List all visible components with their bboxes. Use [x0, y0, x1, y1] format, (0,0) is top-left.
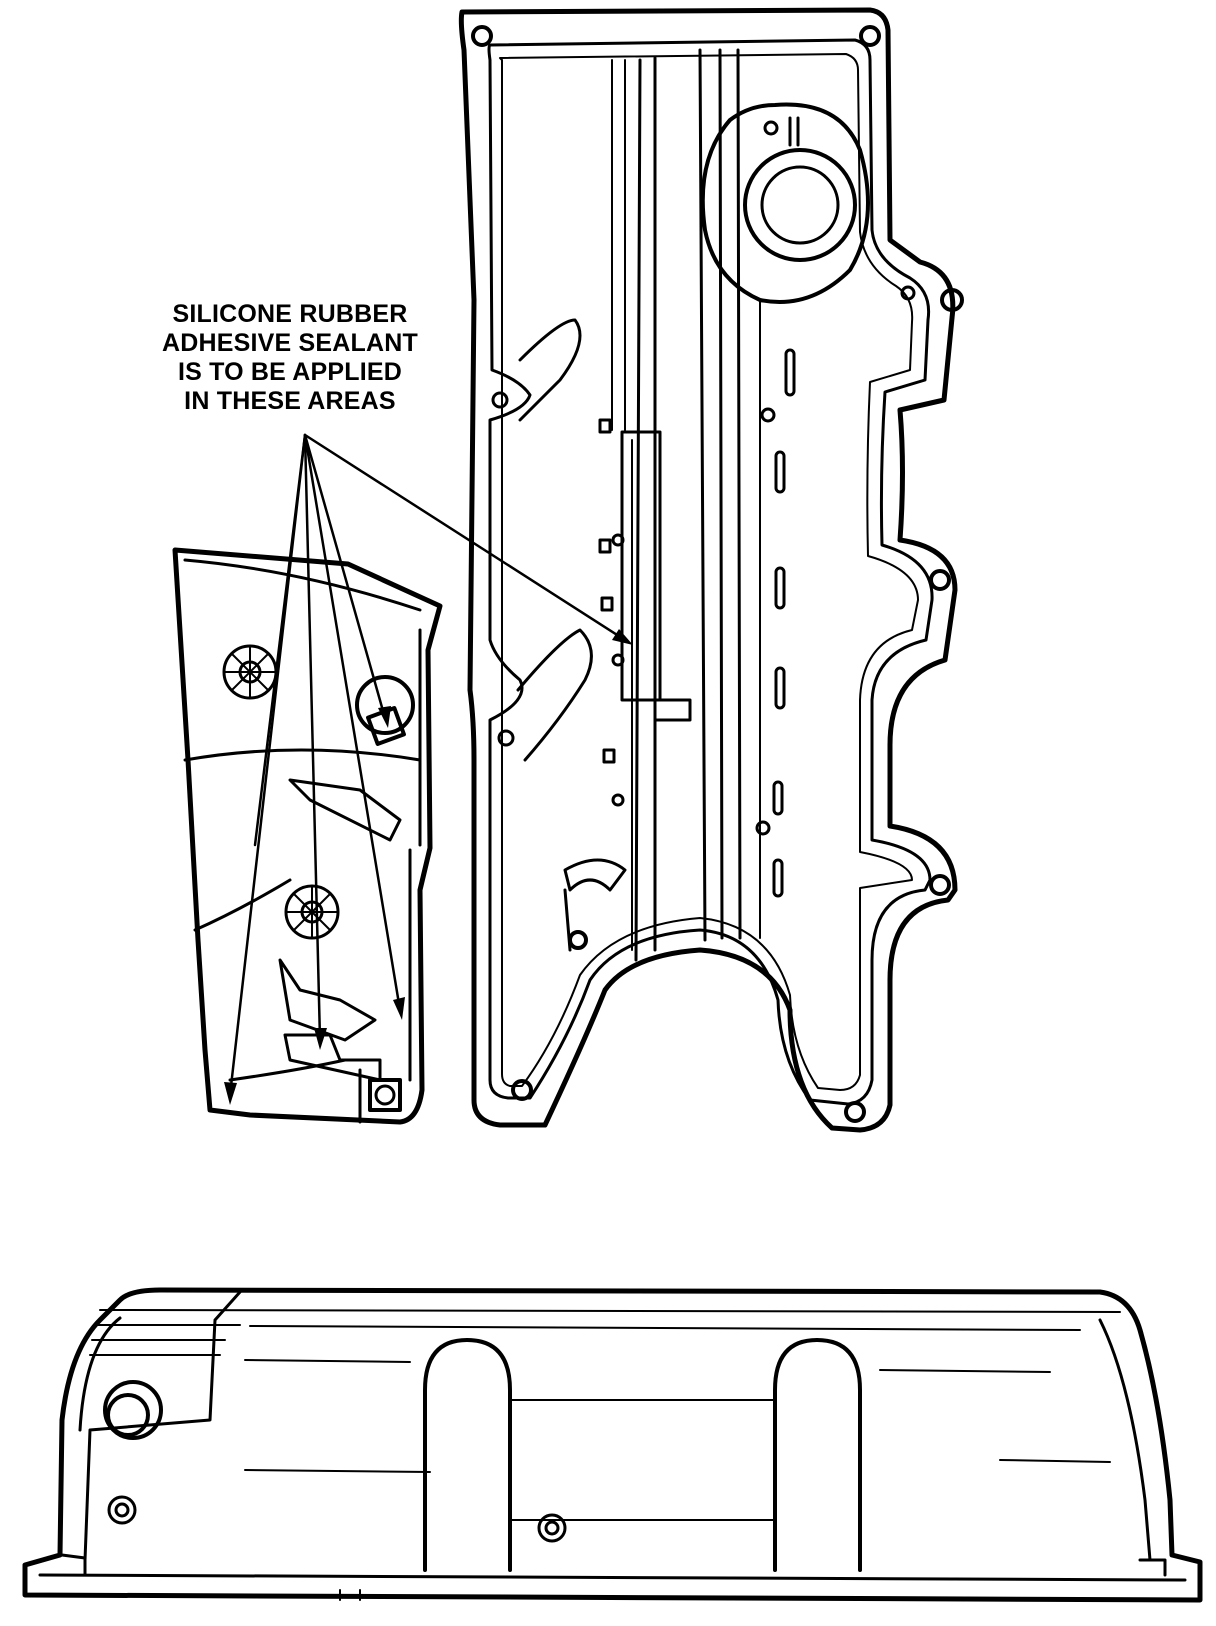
valve-cover-underside: [458, 7, 964, 1133]
cover-baffles: [516, 318, 627, 952]
side-outline: [22, 1287, 1203, 1603]
callout-line: ADHESIVE SEALANT: [161, 329, 418, 357]
arrowheads: [224, 629, 633, 1105]
section-ribbed-knob-lower: [284, 884, 340, 940]
callout-arrows: [224, 433, 633, 1105]
cover-ribs: [611, 48, 761, 962]
cover-oil-filler-boss: [700, 102, 916, 304]
callout-line: IS TO BE APPLIED: [177, 358, 403, 386]
cover-outer-flange: [458, 7, 958, 1133]
valve-cover-side-view: [22, 1287, 1203, 1603]
side-filler-neck: [103, 1380, 567, 1543]
cover-slots: [598, 348, 796, 898]
section-ribbed-knob-upper: [222, 644, 278, 700]
cover-gasket-groove-inner: [499, 53, 919, 1091]
callout-line: SILICONE RUBBER: [172, 300, 408, 328]
section-outline: [172, 547, 443, 1125]
callout-line: IN THESE AREAS: [184, 387, 396, 415]
cover-section-detail: [172, 547, 443, 1125]
cover-bolt-holes: [471, 25, 964, 1123]
side-arch-left: [423, 1338, 512, 1572]
cover-gasket-groove: [487, 38, 934, 1106]
sealant-callout-label: SILICONE RUBBER ADHESIVE SEALANT IS TO B…: [140, 300, 440, 416]
side-arch-right: [773, 1338, 862, 1572]
